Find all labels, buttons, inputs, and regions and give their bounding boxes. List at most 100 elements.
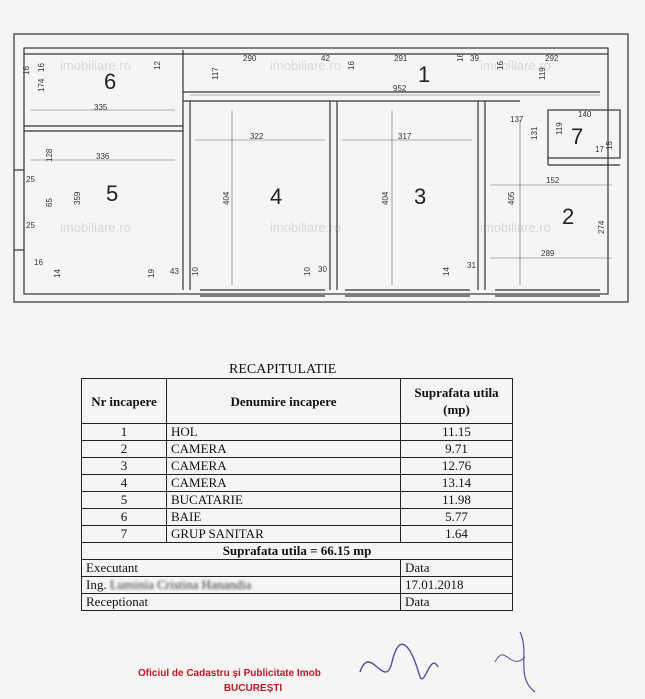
row-name: BUCATARIE — [166, 491, 401, 509]
table-row: 6 BAIE 5.77 — [81, 508, 513, 526]
room-label-1: 1 — [418, 62, 430, 87]
executant-label: Executant — [81, 559, 401, 577]
dim-label: 39 — [470, 54, 479, 63]
table-row: 7 GRUP SANITAR 1.64 — [81, 525, 513, 543]
row-name: HOL — [166, 423, 401, 441]
room6-5-dimensions: 335 336 — [94, 103, 110, 161]
room4-dimensions: 322 404 19 43 10 10 30 — [147, 132, 327, 278]
dim-label: 15 — [605, 141, 614, 150]
dim-label: 137 — [510, 115, 524, 124]
recap-title: RECAPITULATIE — [229, 362, 337, 377]
row-nr: 3 — [81, 457, 167, 475]
dim-label: 117 — [211, 67, 220, 80]
row-nr: 2 — [81, 440, 167, 458]
row-name: CAMERA — [166, 440, 401, 458]
dim-label: 317 — [398, 132, 412, 141]
dim-label: 16 — [456, 53, 465, 62]
dim-label: 42 — [321, 54, 330, 63]
row-nr: 1 — [81, 423, 167, 441]
dim-label: 131 — [530, 126, 539, 140]
row-area: 12.76 — [400, 457, 513, 475]
row-area: 11.98 — [400, 491, 513, 509]
dim-label: 404 — [381, 191, 390, 205]
row-name: BAIE — [166, 508, 401, 526]
dim-label: 291 — [394, 54, 408, 63]
table-row: 2 CAMERA 9.71 — [81, 440, 513, 458]
watermark-text: imobiliare.ro — [480, 58, 551, 73]
row-nr: 6 — [81, 508, 167, 526]
receptionat-label: Receptionat — [81, 593, 401, 611]
dim-label: 952 — [393, 84, 407, 93]
dim-label: 292 — [545, 54, 559, 63]
row-area: 5.77 — [400, 508, 513, 526]
room-label-5: 5 — [106, 181, 118, 206]
receptionat-row: Receptionat Data — [81, 593, 513, 611]
engineer-cell: Ing. Luminia Cristina Hanandia — [81, 576, 401, 594]
dim-label: 30 — [318, 265, 327, 274]
table-row: 4 CAMERA 13.14 — [81, 474, 513, 492]
watermark-text: imobiliare.ro — [480, 220, 551, 235]
row-name: GRUP SANITAR — [166, 525, 401, 543]
data-label-2: Data — [400, 593, 513, 611]
dim-label: 289 — [541, 249, 555, 258]
floor-plan: imobiliare.ro imobiliare.ro imobiliare.r… — [13, 33, 629, 303]
total-row: Suprafata utila = 66.15 mp — [81, 542, 513, 560]
dim-label: 119 — [538, 67, 547, 80]
dim-label: 14 — [442, 267, 451, 276]
row-name: CAMERA — [166, 457, 401, 475]
dim-label: 128 — [45, 148, 54, 162]
table-row: 1 HOL 11.15 — [81, 423, 513, 441]
outer-wall — [13, 33, 629, 303]
room-label-6: 6 — [104, 69, 116, 94]
dim-label: 359 — [73, 191, 82, 205]
row-name: CAMERA — [166, 474, 401, 492]
dim-label: 25 — [26, 221, 35, 230]
room-numbers: 1 2 3 4 5 6 7 — [104, 62, 583, 229]
dim-label: 16 — [37, 63, 46, 72]
row-nr: 7 — [81, 525, 167, 543]
signature-graphic — [359, 631, 536, 693]
dim-label: 16 — [496, 61, 505, 70]
dim-label: 10 — [191, 267, 200, 276]
row-area: 9.71 — [400, 440, 513, 458]
dim-label: 31 — [467, 261, 476, 270]
header-name: Denumire incapere — [166, 378, 401, 424]
engineer-title: Ing. — [86, 577, 107, 592]
dim-label: 404 — [222, 191, 231, 205]
recap-table: Nr incapere Denumire incapere Suprafata … — [81, 378, 513, 611]
dim-label: 322 — [250, 132, 264, 141]
dim-label: 405 — [507, 191, 516, 205]
inner-wall — [23, 47, 609, 295]
room-label-3: 3 — [414, 184, 426, 209]
dim-label: 16 — [22, 66, 31, 75]
dim-label: 335 — [94, 103, 108, 112]
dim-label: 12 — [153, 61, 162, 70]
office-stamp: Oficiul de Cadastru și Publicitate Imob … — [138, 666, 388, 696]
engineer-name: Luminia Cristina Hanandia — [109, 577, 252, 592]
table-header-row: Nr incapere Denumire incapere Suprafata … — [81, 378, 513, 424]
row-area: 11.15 — [400, 423, 513, 441]
date-value: 17.01.2018 — [400, 576, 513, 594]
row-area: 1.64 — [400, 525, 513, 543]
room-label-2: 2 — [562, 204, 574, 229]
dim-label: 336 — [96, 152, 110, 161]
room-label-7: 7 — [571, 124, 583, 149]
data-label: Data — [400, 559, 513, 577]
room3-dimensions: 317 404 14 31 — [381, 132, 476, 276]
dim-label: 43 — [170, 267, 179, 276]
room-label-4: 4 — [270, 184, 282, 209]
dim-label: 17 — [595, 145, 604, 154]
dim-label: 10 — [303, 267, 312, 276]
room1-dimensions: 952 119 137 131 119 140 17 15 — [393, 67, 614, 154]
dim-label: 14 — [53, 269, 62, 278]
engineer-row: Ing. Luminia Cristina Hanandia 17.01.201… — [81, 576, 513, 594]
header-area: Suprafata utila (mp) — [400, 378, 513, 424]
dim-label: 174 — [37, 78, 46, 92]
walls — [13, 33, 629, 303]
dim-label: 65 — [45, 198, 54, 207]
dim-label: 140 — [578, 110, 592, 119]
row-nr: 5 — [81, 491, 167, 509]
dim-label: 274 — [597, 220, 606, 234]
dim-label: 290 — [243, 54, 257, 63]
dim-label: 25 — [26, 175, 35, 184]
